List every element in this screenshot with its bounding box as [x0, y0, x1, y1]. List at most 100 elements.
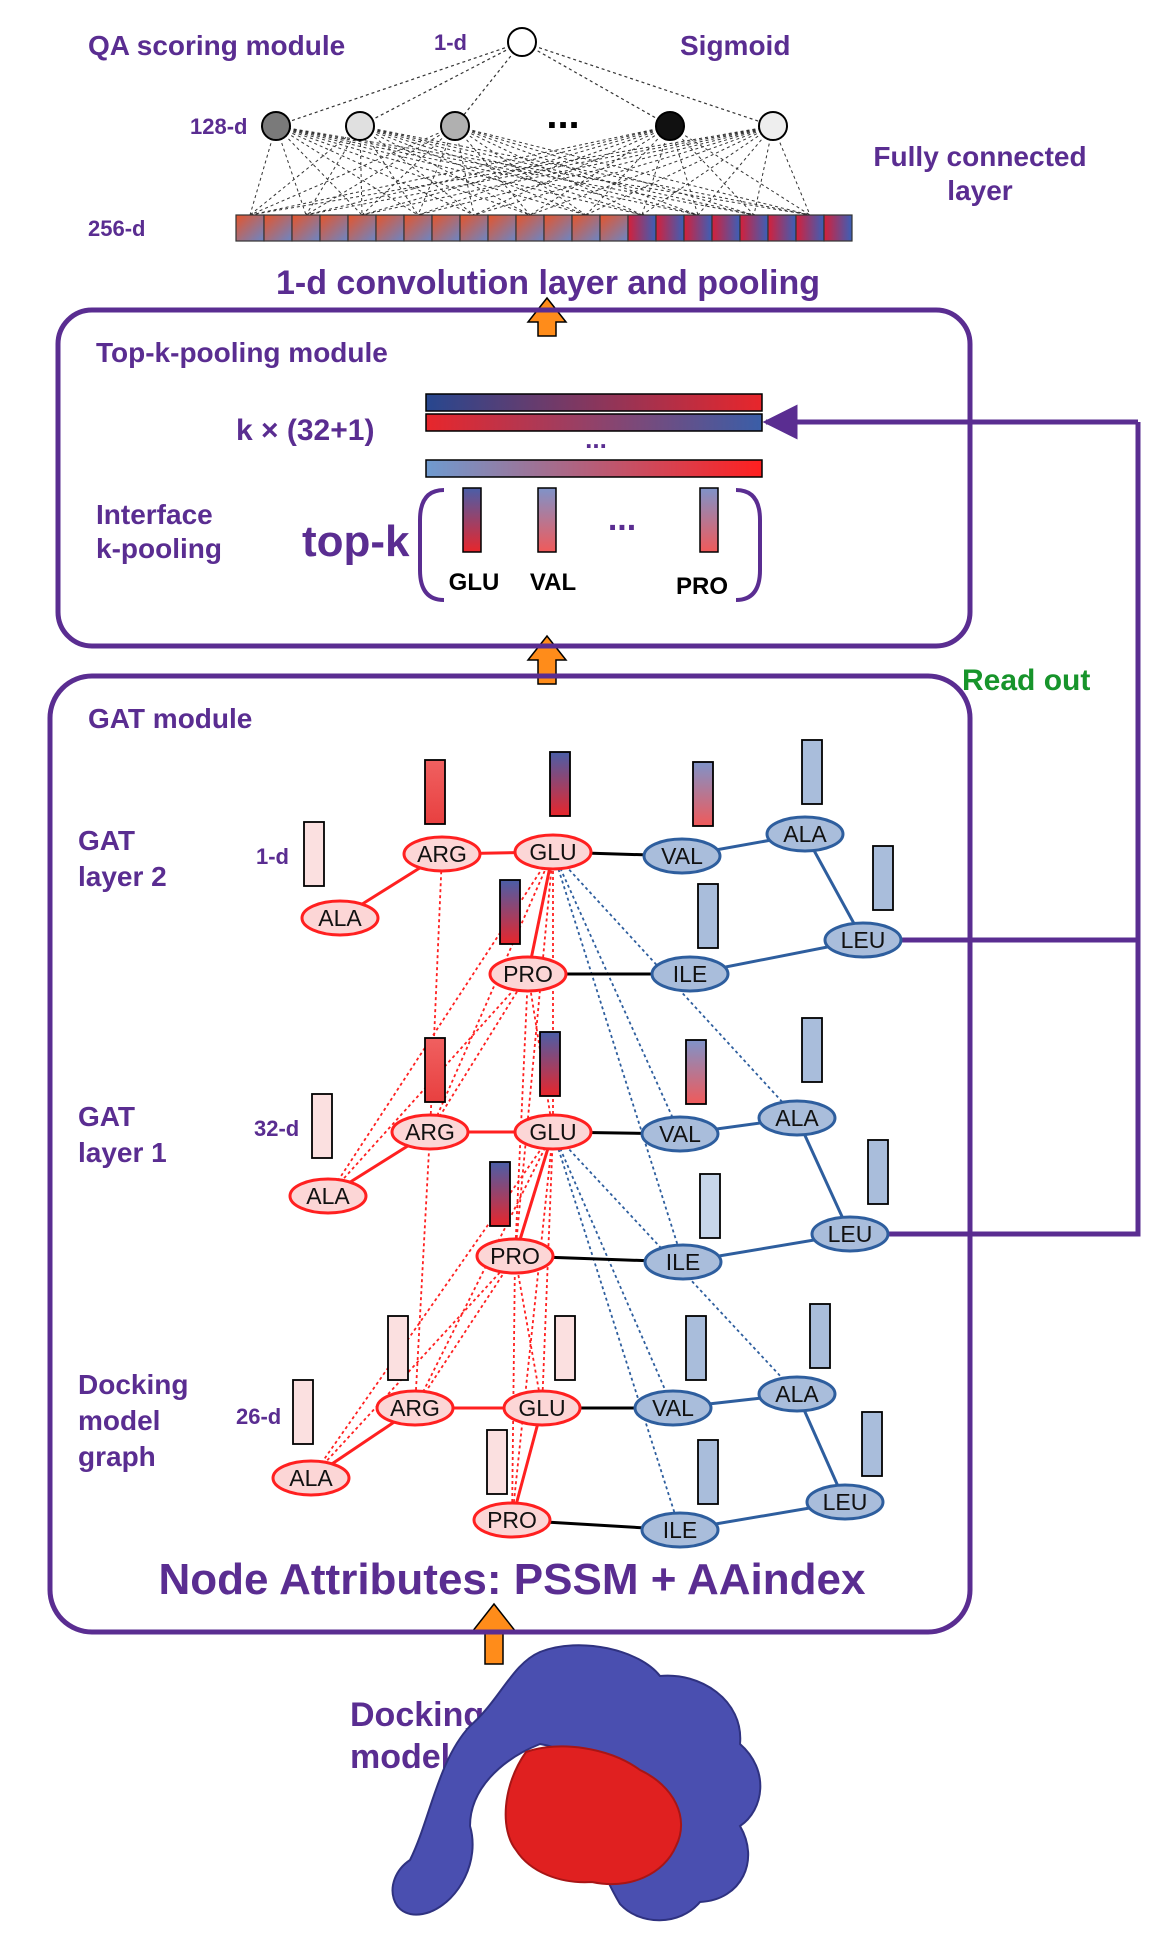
conv-cell: [235, 214, 265, 242]
topk-left-paren: [418, 488, 445, 602]
residue-node-shape: [472, 1501, 552, 1539]
attention-edge: [429, 851, 554, 1133]
residue-node-shape: [823, 921, 903, 959]
topk-pooling-module: Top-k-pooling module k × (32+1) ... Inte…: [55, 307, 973, 649]
attention-edge: [429, 853, 443, 1133]
fc-connection: [249, 125, 456, 216]
residue-node-ala: ALA: [757, 1099, 837, 1137]
residue-node-shape: [640, 1115, 720, 1153]
output-dim-label: 1-d: [434, 30, 467, 55]
conv-cell: [291, 214, 321, 242]
fc-connection: [359, 125, 643, 216]
residue-node-shape: [402, 835, 482, 873]
residue-node-pro: PRO: [472, 1501, 552, 1539]
topk-module-title: Top-k-pooling module: [96, 337, 388, 368]
node-feature-bar: [539, 1031, 561, 1097]
node-feature-bar: [554, 1315, 576, 1381]
qa-module-title: QA scoring module: [88, 30, 345, 61]
docking-model-label-line1: Docking: [350, 1696, 484, 1734]
residue-node-shape: [810, 1215, 890, 1253]
topk-right-paren: [735, 488, 762, 602]
residue-edge: [795, 1117, 852, 1235]
gat-layer2-label-line2: layer 2: [78, 861, 167, 892]
conv-cell: [739, 214, 769, 242]
residue-node-shape: [488, 955, 568, 993]
conv-cell: [655, 214, 685, 242]
gat-layer2-label-line1: GAT: [78, 825, 135, 856]
node-feature-bar: [685, 1039, 707, 1105]
node-feature-bar: [867, 1139, 889, 1205]
residue-node-shape: [640, 1511, 720, 1549]
fc-connection: [275, 125, 587, 216]
hidden-dots: ...: [546, 93, 579, 137]
topk-vector-glu: [462, 487, 482, 553]
topk-residue-val: VAL: [530, 569, 576, 596]
attention-edge: [429, 973, 529, 1133]
residue-node-pro: PRO: [488, 955, 568, 993]
topk-matrix-row-1: [425, 393, 763, 412]
residue-node-label: ALA: [775, 1105, 819, 1131]
conv-cell: [487, 214, 517, 242]
fc-connection: [359, 125, 755, 216]
topk-label: top-k: [302, 517, 410, 566]
residue-node-leu: LEU: [805, 1483, 885, 1521]
matrix-size-label: k × (32+1): [236, 414, 374, 447]
interface-label-line2: k-pooling: [96, 533, 222, 564]
docking-model: Docking model: [350, 1644, 762, 1922]
attention-edge: [552, 851, 684, 1263]
readout-line-layer1: [888, 940, 1141, 1237]
fc-connection: [275, 125, 419, 216]
residue-node-label: PRO: [490, 1243, 540, 1269]
conv-cell: [711, 214, 741, 242]
node-feature-bar: [311, 1093, 333, 1159]
topk-matrix-row-k: [425, 459, 763, 478]
fc-connection: [305, 125, 671, 216]
qa-scoring-module: QA scoring module 1-d Sigmoid 128-d Full…: [88, 27, 1087, 302]
fc-connection: [529, 125, 671, 216]
residue-node-label: ILE: [673, 961, 708, 987]
fc-connection: [275, 125, 643, 216]
residue-node-label: VAL: [659, 1121, 701, 1147]
topk-residue-glu: GLU: [449, 569, 500, 596]
docking-model-label-line2: model: [350, 1738, 450, 1776]
fc-connection: [417, 125, 671, 216]
residue-node-label: ARG: [405, 1119, 455, 1145]
fc-connection: [305, 125, 361, 216]
fc-connection: [454, 125, 811, 216]
conv-cell: [319, 214, 349, 242]
fc-connection: [359, 125, 475, 216]
node-feature-bar: [549, 751, 571, 817]
attention-edge: [327, 973, 529, 1197]
ligand-protein: [504, 1745, 683, 1886]
fc-connection: [669, 125, 811, 216]
gat-layer1-label-line2: layer 1: [78, 1137, 167, 1168]
residue-node-label: ILE: [666, 1249, 701, 1275]
fc-connection: [275, 125, 363, 216]
fc-connection: [305, 125, 774, 216]
residue-node-ile: ILE: [640, 1511, 720, 1549]
fc-connection: [361, 125, 774, 216]
topk-module-box: [55, 307, 973, 649]
residue-node-leu: LEU: [810, 1215, 890, 1253]
conv-feature-vector: [235, 214, 853, 242]
residue-node-ala: ALA: [288, 1177, 368, 1215]
residue-node-label: VAL: [652, 1395, 694, 1421]
conv-cell: [683, 214, 713, 242]
fc-connection: [305, 125, 456, 216]
residue-node-glu: GLU: [513, 833, 593, 871]
residue-node-label: LEU: [841, 927, 886, 953]
conv-cell: [767, 214, 797, 242]
node-feature-bar: [486, 1429, 508, 1495]
residue-node-shape: [757, 1099, 837, 1137]
conv-cell: [795, 214, 825, 242]
conv-cell: [571, 214, 601, 242]
residue-node-shape: [288, 1177, 368, 1215]
node-feature-bar: [292, 1379, 314, 1445]
fc-connection: [521, 41, 671, 127]
residue-node-shape: [475, 1237, 555, 1275]
topk-vector-pro: [699, 487, 719, 553]
residue-node-ile: ILE: [650, 955, 730, 993]
attention-edge: [414, 1255, 516, 1409]
docking-graph-label-line1: Docking: [78, 1369, 188, 1400]
